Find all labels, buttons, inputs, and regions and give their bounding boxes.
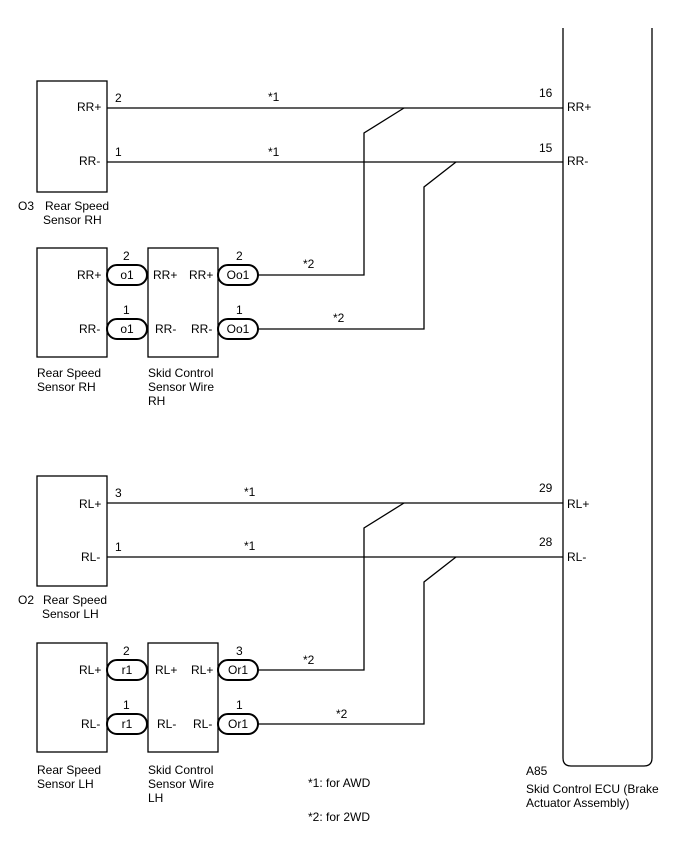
- sensor-rh-awd-code: O3: [18, 199, 34, 213]
- sensor-rh-awd-pin-plus: RR+: [77, 100, 101, 114]
- sensor-lh-awd-name-line1: Rear Speed: [43, 593, 107, 607]
- sensor-lh-2wd-name-line1: Rear Speed: [37, 763, 101, 777]
- sensor-rh-2wd-box: [36, 247, 108, 358]
- sensor-rh-2wd-pin-minus: RR-: [79, 322, 100, 336]
- wire-assembly-lh-name-line3: LH: [148, 791, 163, 805]
- wire-assembly-rh-name-line3: RH: [148, 394, 165, 408]
- ecu-body: [562, 28, 653, 767]
- sensor-lh-awd-box: [36, 475, 108, 587]
- connector-oo1-bottom-pin: 1: [236, 303, 243, 317]
- sensor-lh-2wd-box: [36, 642, 108, 753]
- sensor-rh-awd-pin-minus: RR-: [79, 154, 100, 168]
- connector-r1-bottom: [106, 713, 148, 735]
- sensor-rh-2wd-pin-plus: RR+: [77, 268, 101, 282]
- wire-rr-plus-awd-mark: *1: [268, 90, 280, 104]
- connector-r1-top-pin: 2: [123, 644, 130, 658]
- wire-rr-minus-2wd-mark: *2: [333, 311, 345, 325]
- connector-or1-bottom-label: Or1: [228, 717, 248, 731]
- sensor-lh-awd-pin-plus: RL+: [79, 497, 101, 511]
- wire-rl-plus-awd-mark: *1: [244, 485, 256, 499]
- sensor-rh-awd-name-line2: Sensor RH: [43, 213, 102, 227]
- ecu-pin-num-rl-plus: 29: [539, 481, 553, 495]
- wire-assembly-lh-right-minus: RL-: [193, 717, 212, 731]
- wire-assembly-lh-right-plus: RL+: [191, 663, 213, 677]
- ecu-code: A85: [526, 764, 548, 778]
- ecu-pin-label-rl-minus: RL-: [567, 550, 586, 564]
- connector-or1-bottom-pin: 1: [236, 698, 243, 712]
- wire-rl-minus-2wd: [258, 556, 457, 725]
- sensor-rh-awd-num-minus: 1: [115, 145, 122, 159]
- wire-assembly-rh-left-minus: RR-: [155, 322, 176, 336]
- ecu-pin-num-rr-minus: 15: [539, 141, 553, 155]
- note-2wd: *2: for 2WD: [308, 810, 370, 824]
- sensor-lh-2wd-pin-plus: RL+: [79, 663, 101, 677]
- sensor-lh-2wd-name-line2: Sensor LH: [37, 777, 94, 791]
- sensor-rh-awd-num-plus: 2: [115, 91, 122, 105]
- wire-assembly-lh-left-plus: RL+: [155, 663, 177, 677]
- sensor-rh-awd-box: [36, 80, 108, 193]
- wire-assembly-rh-left-plus: RR+: [153, 268, 177, 282]
- wire-rr-plus-2wd: [258, 107, 405, 276]
- connector-r1-bottom-label: r1: [122, 717, 133, 731]
- wire-rr-plus-2wd-mark: *2: [303, 257, 315, 271]
- connector-o1-bottom-label: o1: [120, 322, 134, 336]
- ecu-pin-label-rl-plus: RL+: [567, 497, 589, 511]
- connector-o1-top: [106, 264, 148, 286]
- ecu-name-line2: Actuator Assembly): [526, 796, 629, 810]
- ecu-name-line1: Skid Control ECU (Brake: [526, 782, 659, 796]
- sensor-lh-awd-name-line2: Sensor LH: [42, 607, 99, 621]
- ecu-pin-label-rr-plus: RR+: [567, 100, 591, 114]
- wire-assembly-rh-box: [147, 247, 219, 358]
- connector-oo1-top-pin: 2: [236, 249, 243, 263]
- wire-rr-minus-awd-mark: *1: [268, 145, 280, 159]
- wire-rl-minus-awd-mark: *1: [244, 539, 256, 553]
- sensor-rh-2wd-name-line2: Sensor RH: [37, 380, 96, 394]
- wire-assembly-lh-name-line1: Skid Control: [148, 763, 213, 777]
- connector-oo1-bottom-label: Oo1: [227, 322, 250, 336]
- wire-assembly-rh-name-line2: Sensor Wire: [148, 380, 214, 394]
- connector-o1-top-pin: 2: [123, 249, 130, 263]
- connector-r1-top: [106, 659, 148, 681]
- connector-o1-bottom-pin: 1: [123, 303, 130, 317]
- sensor-lh-2wd-pin-minus: RL-: [81, 717, 100, 731]
- sensor-lh-awd-pin-minus: RL-: [81, 550, 100, 564]
- sensor-lh-awd-num-plus: 3: [115, 486, 122, 500]
- connector-o1-top-label: o1: [120, 268, 134, 282]
- connector-r1-bottom-pin: 1: [123, 698, 130, 712]
- ecu-pin-num-rl-minus: 28: [539, 535, 553, 549]
- connector-or1-top-label: Or1: [228, 663, 248, 677]
- sensor-lh-awd-code: O2: [18, 593, 34, 607]
- wire-rr-minus-2wd: [258, 161, 457, 330]
- connector-oo1-top-label: Oo1: [227, 268, 250, 282]
- wire-assembly-rh-right-minus: RR-: [191, 322, 212, 336]
- sensor-rh-awd-name-line1: Rear Speed: [45, 199, 109, 213]
- wire-rl-plus-2wd: [258, 502, 405, 671]
- wire-assembly-lh-name-line2: Sensor Wire: [148, 777, 214, 791]
- note-awd: *1: for AWD: [308, 776, 371, 790]
- sensor-rh-2wd-name-line1: Rear Speed: [37, 366, 101, 380]
- connector-r1-top-label: r1: [122, 663, 133, 677]
- sensor-lh-awd-num-minus: 1: [115, 540, 122, 554]
- wire-rl-minus-2wd-mark: *2: [336, 707, 348, 721]
- wire-assembly-rh-name-line1: Skid Control: [148, 366, 213, 380]
- wire-assembly-lh-left-minus: RL-: [157, 717, 176, 731]
- ecu-pin-label-rr-minus: RR-: [567, 154, 588, 168]
- ecu-pin-num-rr-plus: 16: [539, 86, 553, 100]
- wire-assembly-rh-right-plus: RR+: [189, 268, 213, 282]
- connector-o1-bottom: [106, 318, 148, 340]
- wire-rl-plus-2wd-mark: *2: [303, 653, 315, 667]
- connector-or1-top-pin: 3: [236, 644, 243, 658]
- wire-assembly-lh-box: [147, 642, 219, 753]
